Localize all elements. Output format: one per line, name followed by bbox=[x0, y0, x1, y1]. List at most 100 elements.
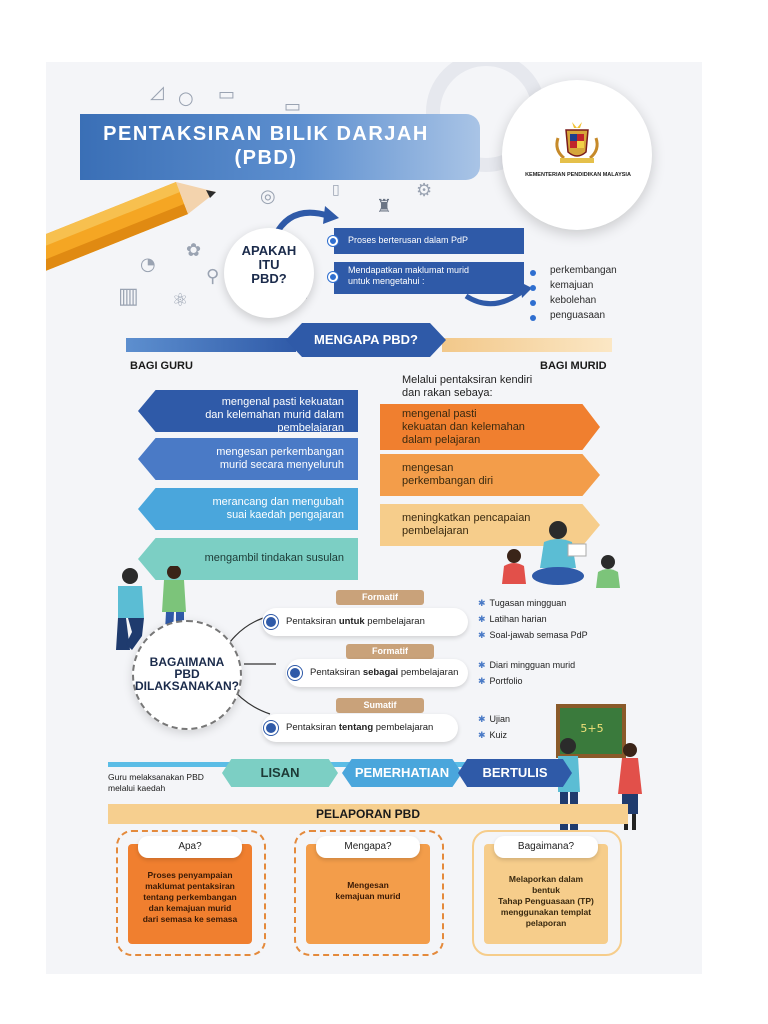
definition-2-line-1: Mendapatkan maklumat murid bbox=[348, 265, 470, 275]
row-2-item-2-text: Portfolio bbox=[489, 676, 523, 686]
guru-item-1-line-1: mengenal pasti kekuatan bbox=[221, 396, 344, 408]
murid-intro: Melalui pentaksiran kendiri dan rakan se… bbox=[402, 374, 532, 400]
magnifier-doodle-icon: ○ bbox=[178, 88, 194, 109]
mengapa-band-right bbox=[442, 338, 612, 352]
report-card-mengapa-head: Mengapa? bbox=[316, 836, 420, 858]
mengapa-banner bbox=[286, 323, 446, 357]
guru-item-3-line-1: merancang dan mengubah bbox=[212, 496, 344, 508]
apa-line-5: dari semasa ke semasa bbox=[142, 914, 238, 924]
row-1-post: pembelajaran bbox=[364, 616, 425, 627]
definition-1-dot bbox=[328, 236, 338, 246]
bagaimana-line-2: bentuk bbox=[532, 885, 560, 895]
title-line-2: (PBD) bbox=[234, 147, 298, 169]
method-bertulis: BERTULIS bbox=[458, 759, 572, 787]
report-card-bagaimana-body bbox=[484, 844, 608, 944]
monitor-doodle-icon: ▭ bbox=[284, 96, 302, 117]
pelaporan-title: PELAPORAN PBD bbox=[315, 807, 420, 821]
report-card-apa-head: Apa? bbox=[138, 836, 242, 858]
bagaimana-line-4: menggunakan templat bbox=[500, 907, 592, 917]
report-card-bagaimana-text: Melaporkan dalam bentuk Tahap Penguasaan… bbox=[484, 874, 608, 929]
star-icon: ✱ bbox=[478, 676, 486, 686]
knowledge-bullet-2 bbox=[530, 285, 536, 291]
row-2-item-1-text: Diari mingguan murid bbox=[489, 660, 576, 670]
method-pemerhatian: PEMERHATIAN bbox=[342, 759, 462, 787]
definition-2-dot bbox=[328, 272, 338, 282]
guru-item-1-line-3: pembelajaran bbox=[277, 422, 344, 434]
bagaimana-line-5: pelaporan bbox=[525, 918, 567, 928]
report-card-mengapa-body bbox=[306, 844, 430, 944]
row-2-tag: Formatif bbox=[346, 644, 434, 659]
murid-item-3-line-2: pembelajaran bbox=[402, 525, 469, 537]
gear-icon: ⚙ bbox=[416, 180, 433, 201]
knowledge-item-2: kemajuan bbox=[550, 280, 594, 291]
kaedah-intro: Guru melaksanakan PBD melalui kaedah bbox=[108, 772, 204, 794]
murid-item-1-line-1: mengenal pasti bbox=[402, 408, 477, 420]
board-text: 5+5 bbox=[580, 722, 603, 735]
bagaimana-question: BAGAIMANA PBD DILAKSANAKAN? bbox=[132, 656, 242, 692]
apakah-question: APAKAH ITU PBD? bbox=[224, 244, 314, 286]
chart-icon: ◔ bbox=[140, 254, 156, 275]
bagaimana-line-1: Melaporkan dalam bbox=[508, 874, 584, 884]
bagaimana-circle bbox=[132, 620, 242, 730]
guru-label: BAGI GURU bbox=[130, 360, 193, 372]
bagaimana-line-2: PBD bbox=[174, 667, 200, 681]
lightbulb-icon: ◎ bbox=[260, 186, 276, 207]
row-2-dot bbox=[288, 666, 302, 680]
pencil-icon bbox=[46, 182, 216, 271]
row-1-item-2-text: Latihan harian bbox=[489, 614, 547, 624]
guru-item-3-line-2: suai kaedah pengajaran bbox=[226, 509, 344, 521]
bracket-arrow-icon bbox=[464, 282, 532, 307]
knowledge-item-1: perkembangan bbox=[550, 265, 617, 276]
murid-label: BAGI MURID bbox=[540, 360, 607, 372]
row-3-pill: Pentaksiran tentang pembelajaran bbox=[262, 714, 458, 742]
row-1-dot bbox=[264, 615, 278, 629]
apakah-line-1: APAKAH bbox=[241, 243, 297, 258]
report-card-mengapa bbox=[294, 830, 444, 956]
mengapa-line-2: kemajuan murid bbox=[335, 891, 401, 901]
apakah-line-2: ITU bbox=[258, 257, 280, 272]
murid-intro-line-1: Melalui pentaksiran kendiri bbox=[402, 374, 533, 386]
row-2-item-2: ✱Portfolio bbox=[478, 676, 523, 687]
murid-item-2: mengesan perkembangan diri bbox=[380, 454, 600, 496]
row-3-dot bbox=[264, 721, 278, 735]
murid-item-1-line-2: kekuatan dan kelemahan bbox=[402, 421, 525, 433]
mengapa-title: MENGAPA PBD? bbox=[314, 332, 418, 347]
murid-item-1-line-3: dalam pelajaran bbox=[402, 434, 481, 446]
apa-line-4: dan kemajuan murid bbox=[148, 903, 232, 913]
bagaimana-line-3: Tahap Penguasaan (TP) bbox=[498, 896, 594, 906]
document-doodle-icon: ▯ bbox=[332, 182, 340, 198]
guru-item-2-line-1: mengesan perkembangan bbox=[216, 446, 344, 458]
definition-1-text: Proses berterusan dalam PdP bbox=[348, 235, 469, 245]
apa-line-2: maklumat pentaksiran bbox=[145, 881, 235, 891]
definition-1: Proses berterusan dalam PdP bbox=[334, 228, 524, 254]
star-icon: ✱ bbox=[478, 660, 486, 670]
row-1-pill: Pentaksiran untuk pembelajaran bbox=[262, 608, 468, 636]
knowledge-item-3: kebolehan bbox=[550, 295, 597, 306]
knowledge-bullet-1 bbox=[530, 270, 536, 276]
row-3-post: pembelajaran bbox=[373, 722, 434, 733]
book-icon: ▭ bbox=[218, 84, 236, 105]
ministry-label: KEMENTERIAN PENDIDIKAN MALAYSIA bbox=[525, 172, 631, 178]
bagaimana-line-1: BAGAIMANA bbox=[149, 655, 225, 669]
star-icon: ✱ bbox=[478, 630, 486, 640]
guru-item-1-line-2: dan kelemahan murid dalam bbox=[205, 409, 344, 421]
kaedah-intro-line-2: melalui kaedah bbox=[108, 783, 166, 793]
apakah-line-3: PBD? bbox=[251, 271, 287, 286]
search-doodle-icon: ⚲ bbox=[206, 266, 220, 287]
guru-item-1: mengenal pasti kekuatan dan kelemahan mu… bbox=[138, 390, 358, 432]
report-card-bagaimana-head: Bagaimana? bbox=[494, 836, 598, 858]
murid-item-2-line-2: perkembangan diri bbox=[402, 475, 494, 487]
row-2-post: pembelajaran bbox=[398, 667, 459, 678]
page-title: PENTAKSIRAN BILIK DARJAH (PBD) bbox=[86, 122, 446, 170]
row-1-bold: untuk bbox=[338, 616, 365, 627]
row-3-item-2-text: Kuiz bbox=[489, 730, 508, 740]
row-3-item-1-text: Ujian bbox=[489, 714, 511, 724]
method-lisan: LISAN bbox=[222, 759, 338, 787]
apa-line-1: Proses penyampaian bbox=[147, 870, 233, 880]
row-1-item-2: ✱Latihan harian bbox=[478, 614, 547, 625]
crest-icon bbox=[555, 122, 599, 163]
murid-item-3-line-1: meningkatkan pencapaian bbox=[402, 512, 531, 524]
murid-intro-line-2: dan rakan sebaya: bbox=[402, 387, 493, 399]
atom-icon: ⚛ bbox=[172, 290, 189, 311]
row-1-item-1-text: Tugasan mingguan bbox=[489, 598, 567, 608]
